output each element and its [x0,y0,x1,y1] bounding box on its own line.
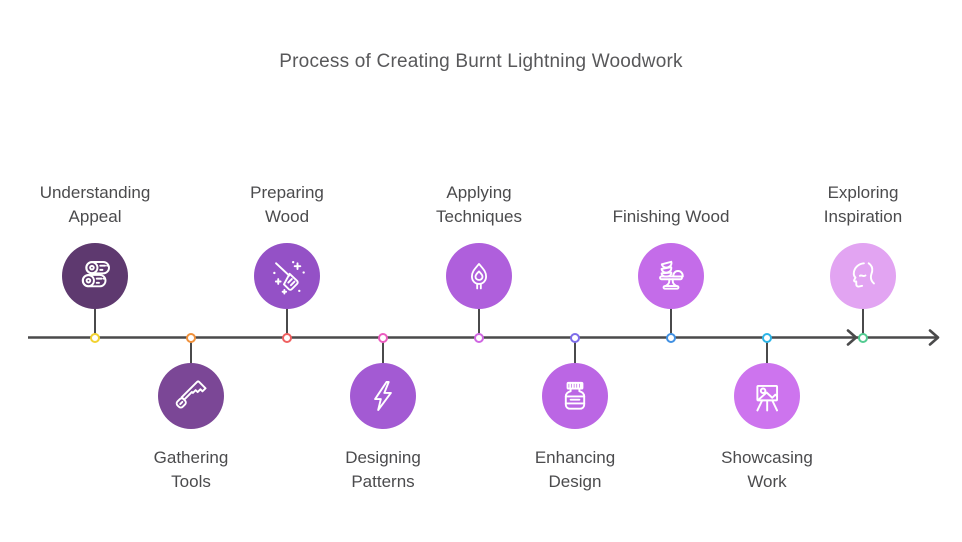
step-circle [446,243,512,309]
step-label: Designing Patterns [345,448,421,492]
arrowhead-icon [928,329,940,346]
step-circle [734,363,800,429]
easel-icon [746,375,788,417]
step-connector [861,308,865,338]
step-connector [285,308,289,338]
step-circle [350,363,416,429]
arrowhead-icon [846,329,858,346]
step-marker-dot [282,332,292,343]
match-flame-icon [459,256,499,296]
timeline-step-showcasing-work: Showcasing Work [687,0,847,542]
step-connector [573,338,577,364]
step-connector [765,338,769,364]
jar-icon [554,375,596,417]
cake-stand-icon [650,255,692,297]
step-label: Finishing Wood [612,206,730,226]
step-label: Exploring Inspiration [823,182,903,226]
step-connector [189,338,193,364]
step-marker-dot [666,332,676,343]
timeline-step-gathering-tools: Gathering Tools [111,0,271,542]
step-connector [669,308,673,338]
timeline-step-enhancing-design: Enhancing Design [495,0,655,542]
step-label: Showcasing Work [721,448,813,492]
step-marker-dot [474,332,484,343]
step-connector [381,338,385,364]
step-marker-dot [570,332,580,343]
step-connector [477,308,481,338]
step-label: Enhancing Design [534,448,616,492]
step-circle [542,363,608,429]
head-profile-icon [842,255,884,297]
wood-logs-icon [74,255,116,297]
hand-saw-icon [170,375,212,417]
timeline-step-applying-techniques: Applying Techniques [399,0,559,542]
timeline-step-understanding-appeal: Understanding Appeal [15,0,175,542]
step-label: Understanding Appeal [39,182,151,226]
page-title: Process of Creating Burnt Lightning Wood… [279,51,683,72]
step-label: Preparing Wood [250,182,324,226]
step-marker-dot [378,332,388,343]
step-marker-dot [858,332,868,343]
timeline-step-preparing-wood: Preparing Wood [207,0,367,542]
broom-icon [266,255,308,297]
step-circle [62,243,128,309]
timeline-step-finishing-wood: Finishing Wood [591,0,751,542]
step-marker-dot [90,332,100,343]
step-circle [830,243,896,309]
step-circle [158,363,224,429]
step-circle [254,243,320,309]
step-circle [638,243,704,309]
step-label: Gathering Tools [153,448,229,492]
step-label: Applying Techniques [435,182,522,226]
step-connector [93,308,97,338]
timeline-step-exploring-inspiration: Exploring Inspiration [783,0,943,542]
timeline-step-designing-patterns: Designing Patterns [303,0,463,542]
step-marker-dot [762,332,772,343]
step-marker-dot [186,332,196,343]
lightning-bolt-icon [362,375,404,417]
